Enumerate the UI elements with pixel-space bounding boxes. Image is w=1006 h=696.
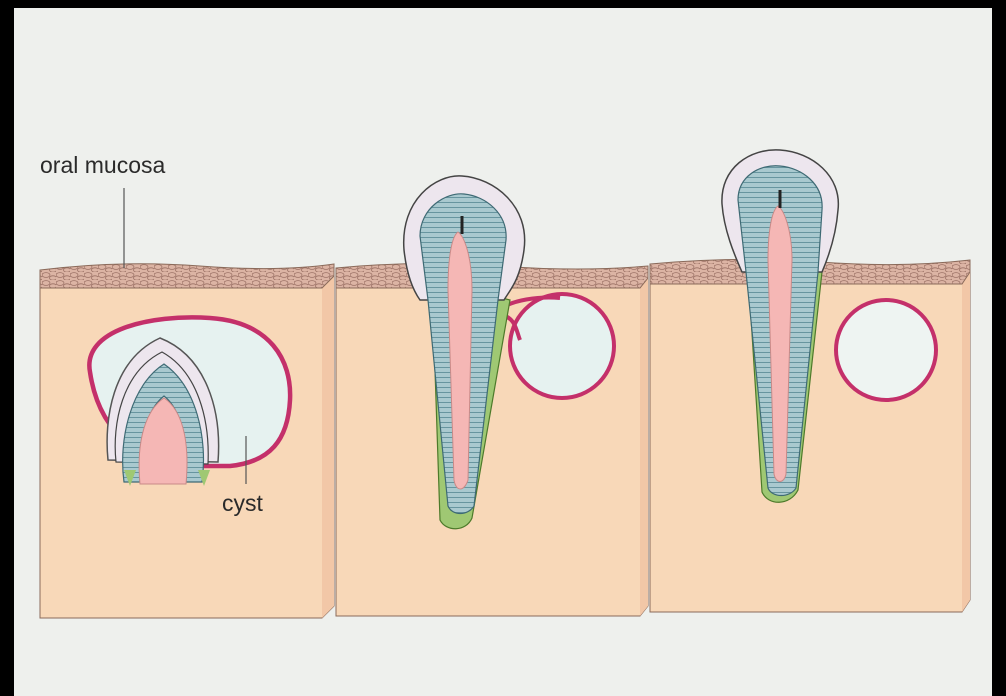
oral-mucosa-label: oral mucosa — [40, 152, 165, 179]
cyst-label: cyst — [222, 490, 263, 517]
panel-stage-2 — [336, 176, 648, 616]
panel-stage-1 — [40, 188, 334, 618]
cyst-sac — [510, 294, 614, 398]
cyst-sac — [836, 300, 936, 400]
oral-mucosa-layer — [40, 264, 334, 288]
panel-stage-3 — [650, 150, 970, 612]
